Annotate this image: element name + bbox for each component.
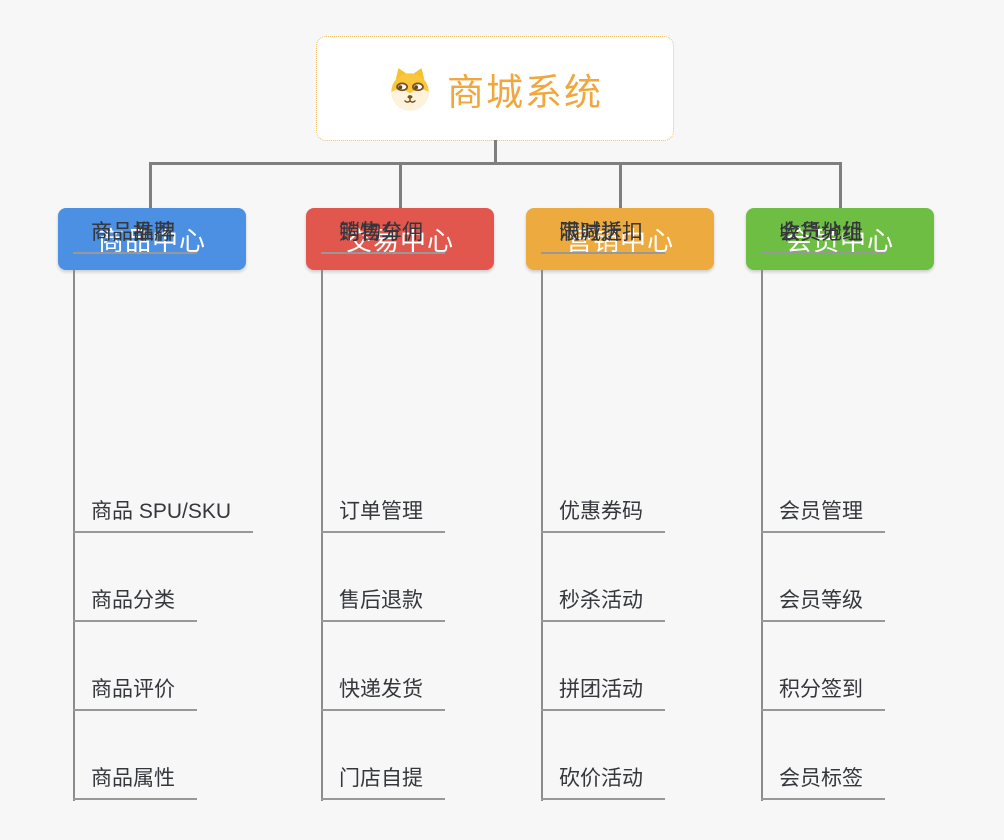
- branch-marketing-center: 营销中心 优惠券码 秒杀活动 拼团活动 砍价活动 限时折扣 满减送: [526, 208, 776, 840]
- child-node[interactable]: 商品属性: [73, 754, 197, 800]
- child-node[interactable]: 满减送: [541, 208, 644, 254]
- connector-horizontal-bar: [149, 162, 842, 165]
- connector-drop-marketing: [619, 162, 622, 208]
- branch-child-spine: [321, 270, 323, 801]
- connector-drop-trade: [399, 162, 402, 208]
- child-node[interactable]: 收货地址: [761, 208, 885, 254]
- branch-node-product-center[interactable]: 商品中心: [58, 208, 246, 270]
- branch-child-spine: [541, 270, 543, 801]
- connector-root-stem: [494, 140, 497, 164]
- child-node[interactable]: 优惠券码: [541, 487, 665, 533]
- branch-trade-center: 交易中心 订单管理 售后退款 快递发货 门店自提 购物车 销售分佣: [306, 208, 556, 840]
- branch-node-marketing-center[interactable]: 营销中心: [526, 208, 714, 270]
- connector-drop-product: [149, 162, 152, 208]
- child-node[interactable]: 砍价活动: [541, 754, 665, 800]
- child-node[interactable]: 商品 SPU/SKU: [73, 487, 254, 533]
- child-node[interactable]: 门店自提: [321, 754, 445, 800]
- branch-product-center: 商品中心 商品 SPU/SKU 商品分类 商品评价 商品属性 商品推荐 商品品牌: [58, 208, 308, 840]
- branch-child-spine: [761, 270, 763, 801]
- child-node[interactable]: 拼团活动: [541, 665, 665, 711]
- root-node-title: 商城系统: [447, 71, 603, 113]
- child-node[interactable]: 秒杀活动: [541, 576, 665, 622]
- branch-node-trade-center[interactable]: 交易中心: [306, 208, 494, 270]
- child-node[interactable]: 订单管理: [321, 487, 445, 533]
- child-node[interactable]: 会员管理: [761, 487, 885, 533]
- child-node[interactable]: 商品评价: [73, 665, 197, 711]
- branch-child-spine: [73, 270, 75, 801]
- child-node[interactable]: 会员等级: [761, 576, 885, 622]
- connector-drop-member: [839, 162, 842, 208]
- child-node[interactable]: 商品分类: [73, 576, 197, 622]
- branch-node-member-center[interactable]: 会员中心: [746, 208, 934, 270]
- child-node[interactable]: 快递发货: [321, 665, 445, 711]
- child-node[interactable]: 会员标签: [761, 754, 885, 800]
- child-node[interactable]: 商品品牌: [73, 208, 197, 254]
- child-node[interactable]: 售后退款: [321, 576, 445, 622]
- branch-member-center: 会员中心 会员管理 会员等级 积分签到 会员标签 会员分组 收货地址: [746, 208, 996, 840]
- shiba-dog-icon: [391, 67, 429, 111]
- child-node[interactable]: 积分签到: [761, 665, 885, 711]
- child-node[interactable]: 销售分佣: [321, 208, 445, 254]
- root-node-mall-system[interactable]: 商城系统: [316, 36, 674, 141]
